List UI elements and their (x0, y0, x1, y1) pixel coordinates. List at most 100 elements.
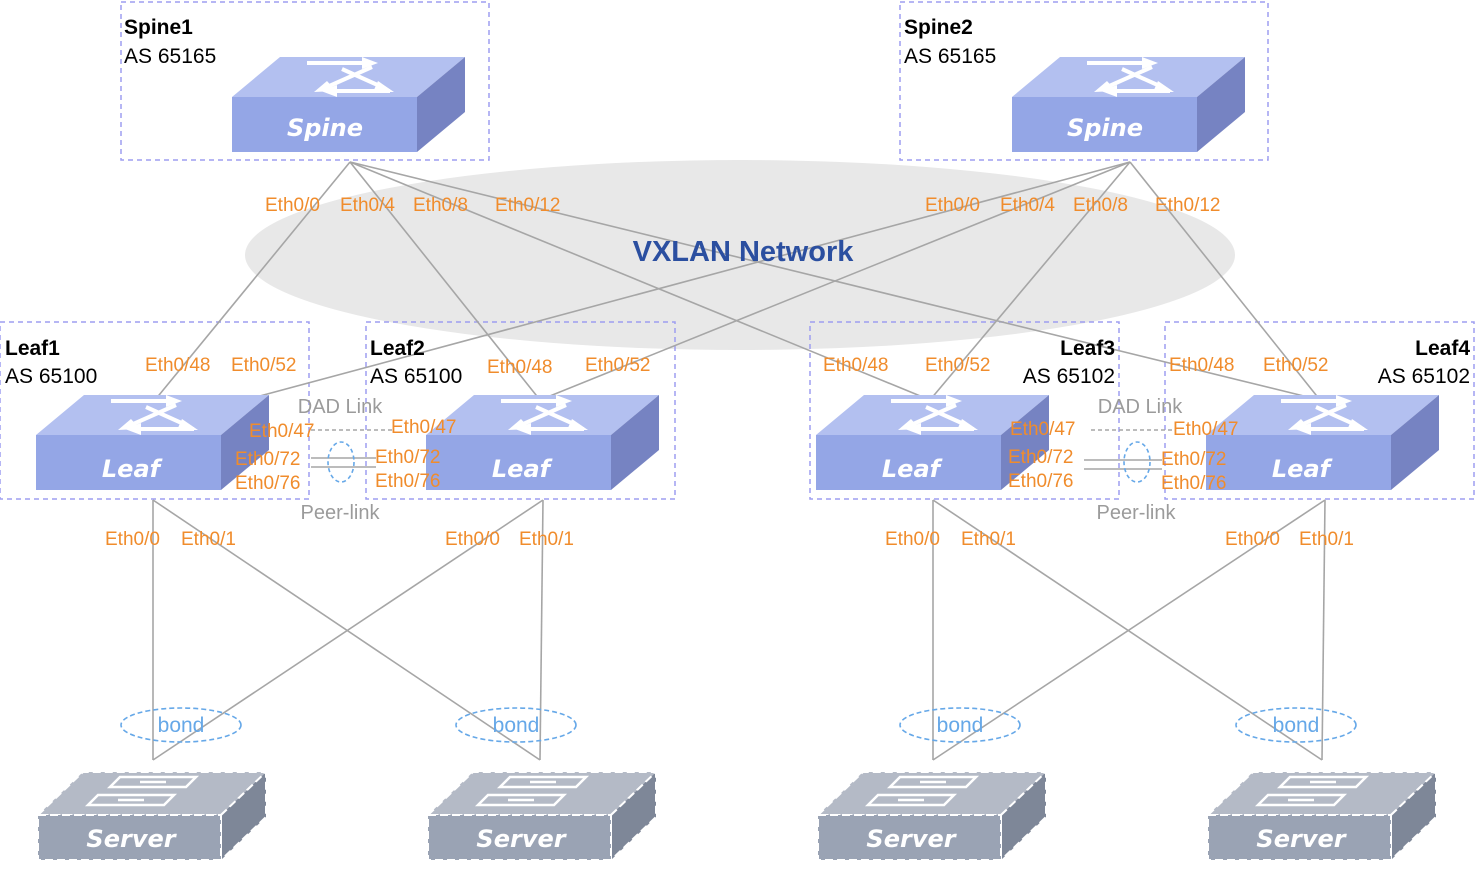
leaf1-uplink-label: Eth0/48 (145, 355, 211, 376)
leaf2-device-label: Leaf (492, 455, 553, 483)
leaf3-name: Leaf3 (1060, 337, 1115, 360)
leaf1-as: AS 65100 (5, 365, 97, 388)
bond-label: bond (1273, 714, 1320, 737)
leaf2-peer-port-label: Eth0/72 (375, 447, 441, 468)
leaf2-downlink-label: Eth0/1 (519, 529, 574, 550)
leaf1-device-label: Leaf (102, 455, 163, 483)
leaf2-peer-port-label: Eth0/76 (375, 471, 441, 492)
link-spine2-leaf1 (244, 161, 1131, 401)
leaf3-device-label: Leaf (882, 455, 943, 483)
server4-icon[interactable]: Server (1206, 770, 1438, 862)
leaf3-uplink-label: Eth0/52 (925, 355, 991, 376)
spine1-name: Spine1 (124, 16, 193, 39)
leaf-server-links (152, 499, 1326, 761)
leaf4-as: AS 65102 (1378, 365, 1470, 388)
leaf4-peer-port-label: Eth0/72 (1161, 449, 1227, 470)
leaf3-peer-port-label: Eth0/72 (1008, 447, 1074, 468)
leaf4-uplink-label: Eth0/52 (1263, 355, 1329, 376)
leaf4-peer-port-label: Eth0/47 (1173, 419, 1239, 440)
leaf2-uplink-label: Eth0/48 (487, 357, 553, 378)
bond-label: bond (493, 714, 540, 737)
leaf4-group-box (1164, 321, 1475, 500)
spine1-port-label: Eth0/0 (265, 195, 320, 216)
spine2-port-label: Eth0/0 (925, 195, 980, 216)
leaf3-peer-port-label: Eth0/47 (1010, 419, 1076, 440)
spine1-port-labels: Eth0/0 Eth0/4 Eth0/8 Eth0/12 (265, 195, 561, 216)
pair2-dad-link-label: DAD Link (1098, 396, 1183, 418)
leaf3-switch-icon[interactable]: Leaf (814, 393, 1051, 492)
link-spine1-leaf3 (349, 161, 931, 401)
pair2-peer-link-label: Peer-link (1097, 502, 1177, 524)
spine2-switch-icon[interactable]: Spine (1010, 55, 1247, 154)
leaf2-downlink-label: Eth0/0 (445, 529, 500, 550)
leaf4-switch-icon[interactable]: Leaf (1204, 393, 1441, 492)
server4-device-label: Server (1256, 825, 1347, 853)
spine-leaf-links (154, 161, 1321, 401)
leaf3-downlink-label: Eth0/0 (885, 529, 940, 550)
spine2-group-box (899, 1, 1269, 161)
link-spine2-leaf4 (1129, 161, 1321, 401)
leaf4-device-label: Leaf (1272, 455, 1333, 483)
leaf2-group-box (365, 321, 676, 500)
spine2-port-labels: Eth0/0 Eth0/4 Eth0/8 Eth0/12 (925, 195, 1221, 216)
spine1-port-label: Eth0/4 (340, 195, 395, 216)
spine2-port-label: Eth0/12 (1155, 195, 1221, 216)
spine1-switch-icon[interactable]: Spine (230, 55, 467, 154)
spine2-port-label: Eth0/8 (1073, 195, 1128, 216)
leaf3-uplink-label: Eth0/48 (823, 355, 889, 376)
leaf2-name: Leaf2 (370, 337, 425, 360)
spine1-port-label: Eth0/12 (495, 195, 561, 216)
leaf2-switch-icon[interactable]: Leaf (424, 393, 661, 492)
link-spine1-leaf2 (349, 161, 541, 401)
leaf-uplink-port-labels: Eth0/48 Eth0/52 Eth0/48 Eth0/52 Eth0/48 … (145, 355, 1329, 378)
leaf-peer-port-labels: Eth0/47 Eth0/72 Eth0/76 Eth0/47 Eth0/72 … (235, 417, 1239, 494)
leaf1-downlink-label: Eth0/1 (181, 529, 236, 550)
vxlan-network-cloud (245, 160, 1235, 350)
server3-device-label: Server (866, 825, 957, 853)
spine1-as: AS 65165 (124, 45, 216, 68)
leaf4-name: Leaf4 (1415, 337, 1470, 360)
leaf2-uplink-label: Eth0/52 (585, 355, 651, 376)
leaf1-peer-port-label: Eth0/72 (235, 449, 301, 470)
leaf1-group-box (0, 321, 310, 500)
leaf3-peer-port-label: Eth0/76 (1008, 471, 1074, 492)
link-spine2-leaf2 (539, 161, 1131, 401)
spine2-port-label: Eth0/4 (1000, 195, 1055, 216)
network-title: VXLAN Network (633, 236, 855, 268)
leaf-downlink-port-labels: Eth0/0 Eth0/1 Eth0/0 Eth0/1 Eth0/0 Eth0/… (105, 529, 1354, 550)
spine2-as: AS 65165 (904, 45, 996, 68)
leaf4-downlink-label: Eth0/1 (1299, 529, 1354, 550)
spine2-device-label: Spine (1067, 114, 1143, 142)
leaf4-downlink-label: Eth0/0 (1225, 529, 1280, 550)
link-spine2-leaf3 (929, 161, 1131, 401)
bond-markers: bond bond bond bond (120, 707, 1357, 743)
leaf1-uplink-label: Eth0/52 (231, 355, 297, 376)
leaf1-switch-icon[interactable]: Leaf (34, 393, 271, 492)
link-spine1-leaf1 (154, 161, 351, 401)
leaf4-uplink-label: Eth0/48 (1169, 355, 1235, 376)
pair1-dad-link-label: DAD Link (298, 396, 383, 418)
spine1-group-box (120, 1, 490, 161)
pair1-peer-link-label: Peer-link (301, 502, 381, 524)
server3-icon[interactable]: Server (816, 770, 1048, 862)
leaf1-downlink-label: Eth0/0 (105, 529, 160, 550)
leaf1-name: Leaf1 (5, 337, 60, 360)
spine2-name: Spine2 (904, 16, 973, 39)
server2-icon[interactable]: Server (426, 770, 658, 862)
leaf3-as: AS 65102 (1023, 365, 1115, 388)
leaf2-as: AS 65100 (370, 365, 462, 388)
bond-label: bond (158, 714, 205, 737)
leaf3-downlink-label: Eth0/1 (961, 529, 1016, 550)
leaf3-group-box (809, 321, 1120, 500)
server1-device-label: Server (86, 825, 177, 853)
spine1-port-label: Eth0/8 (413, 195, 468, 216)
leaf1-peer-port-label: Eth0/76 (235, 473, 301, 494)
bond-label: bond (937, 714, 984, 737)
server2-device-label: Server (476, 825, 567, 853)
leaf2-peer-port-label: Eth0/47 (391, 417, 457, 438)
leaf1-peer-port-label: Eth0/47 (249, 421, 315, 442)
leaf-pair-links (311, 429, 1172, 483)
spine1-device-label: Spine (287, 114, 363, 142)
server1-icon[interactable]: Server (36, 770, 268, 862)
